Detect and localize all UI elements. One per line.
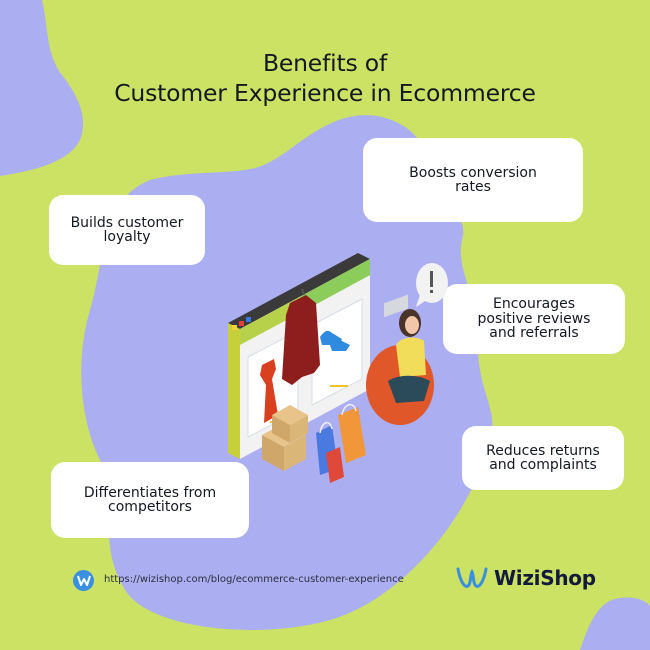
benefit-text: Encourages [493, 296, 575, 313]
coat-icon [282, 295, 320, 385]
shopping-illustration [228, 253, 448, 483]
benefit-card-loyalty: Builds customer loyalty [49, 195, 205, 265]
benefit-text: competitors [108, 499, 192, 515]
exclamation-bubble-icon [416, 263, 448, 307]
blob-bottom-right [580, 597, 650, 650]
woman-icon [384, 294, 430, 403]
brand-name: WiziShop [494, 566, 596, 590]
benefit-text: Reduces returns [486, 442, 600, 459]
dress-icon [260, 359, 278, 423]
title-line-1: Benefits of [262, 49, 388, 77]
benefit-card-reviews: Encourages positive reviews and referral… [443, 284, 625, 354]
benefit-text: positive reviews [477, 310, 591, 327]
benefit-text: and complaints [489, 457, 597, 473]
benefit-text: and referrals [489, 325, 579, 342]
wizishop-logo-small-icon [73, 570, 94, 591]
brand-logo: WiziShop [456, 566, 596, 590]
shopping-bags-icon [316, 403, 366, 483]
benefit-card-differentiates: Differentiates from competitors [51, 462, 249, 538]
blob-top-left [0, 0, 84, 176]
source-url-link[interactable]: https://wizishop.com/blog/ecommerce-cust… [104, 574, 404, 585]
page-title: Benefits of Customer Experience in Ecomm… [0, 48, 650, 108]
title-line-2: Customer Experience in Ecommerce [114, 79, 536, 107]
benefit-text: rates [455, 179, 491, 195]
benefit-text: Differentiates from [83, 484, 217, 501]
benefit-text: Builds customer [70, 214, 184, 231]
cardboard-boxes-icon [262, 405, 308, 471]
benefit-text: loyalty [103, 229, 151, 245]
benefit-card-returns: Reduces returns and complaints [462, 426, 624, 490]
wizishop-logo-icon [456, 567, 488, 588]
benefit-text: Boosts conversion [409, 164, 537, 181]
benefit-card-conversion: Boosts conversion rates [363, 138, 583, 222]
